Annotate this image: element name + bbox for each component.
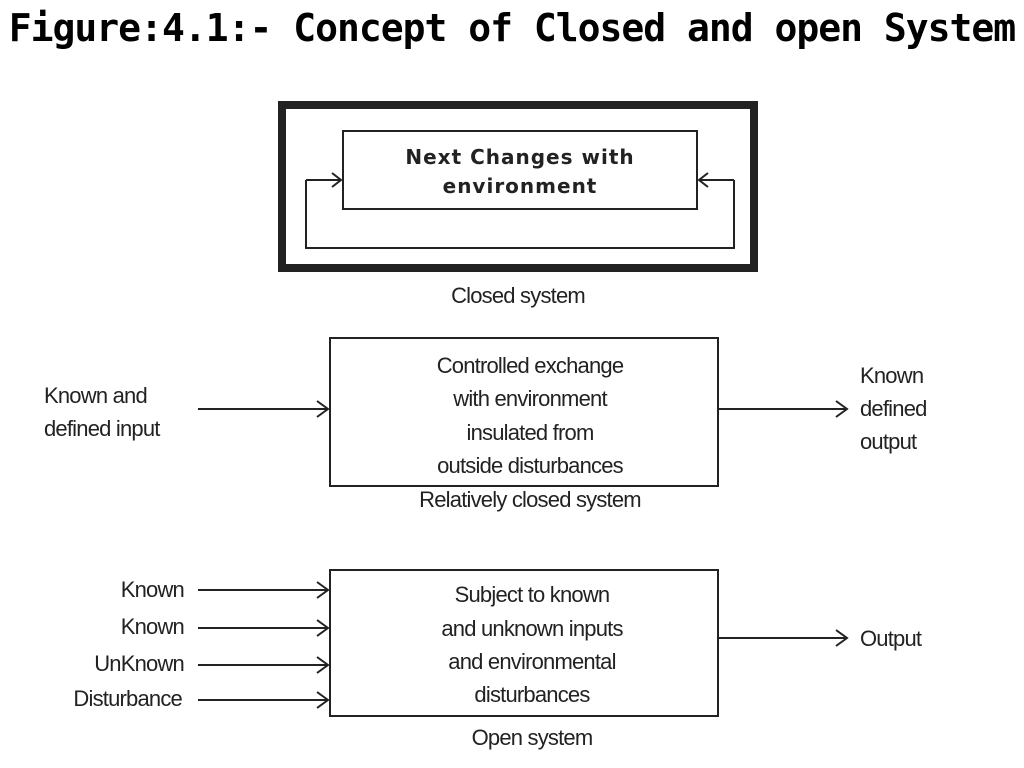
relatively-closed-input-arrowhead (316, 400, 330, 418)
relatively-closed-text-2: with environment (452, 386, 607, 411)
open-system-input-1: Known (121, 577, 184, 602)
closed-system-inner-box (342, 130, 698, 210)
relatively-closed-text-1: Controlled exchange (437, 353, 624, 378)
closed-system-right-arrowhead (697, 172, 709, 188)
relatively-closed-output-2: defined (860, 396, 927, 421)
open-system: Subject to known and unknown inputs and … (73, 569, 923, 750)
relatively-closed-output-1: Known (860, 363, 923, 388)
closed-system-caption: Closed system (451, 283, 585, 308)
relatively-closed-output-arrowhead (835, 400, 849, 418)
open-system-text-4: disturbances (474, 682, 590, 707)
relatively-closed-box (329, 337, 719, 487)
open-system-caption: Open system (472, 725, 593, 750)
closed-system: Next Changes with environment Closed sys… (278, 101, 758, 308)
relatively-closed-caption: Relatively closed system (419, 487, 641, 512)
figure-title: Figure:4.1:- Concept of Closed and open … (8, 6, 1016, 50)
closed-system-left-arrowhead (331, 172, 343, 188)
open-system-text-3: and environmental (448, 649, 615, 674)
closed-system-feedback-loop (305, 180, 735, 249)
relatively-closed-system: Controlled exchange with environment ins… (44, 337, 927, 512)
open-system-text-1: Subject to known (455, 582, 610, 607)
open-system-input-arrowhead-4 (316, 691, 330, 709)
relatively-closed-input-2: defined input (44, 416, 160, 441)
open-system-input-4: Disturbance (73, 686, 182, 711)
open-system-output-label: Output (860, 626, 922, 651)
open-system-box (329, 569, 719, 717)
relatively-closed-text-4: outside disturbances (437, 453, 624, 478)
open-system-input-arrowhead-1 (316, 581, 330, 599)
open-system-output-arrowhead (835, 629, 849, 647)
open-system-text-2: and unknown inputs (441, 616, 623, 641)
relatively-closed-text-3: insulated from (467, 420, 594, 445)
closed-system-outer-border (278, 101, 758, 272)
relatively-closed-input-1: Known and (44, 383, 147, 408)
open-system-input-3: UnKnown (94, 651, 184, 676)
closed-system-text-1: Next Changes with (405, 145, 634, 169)
relatively-closed-output-3: output (860, 429, 917, 454)
open-system-input-arrowhead-3 (316, 656, 330, 674)
open-system-input-2: Known (121, 614, 184, 639)
closed-system-text-2: environment (443, 174, 598, 198)
open-system-input-arrowhead-2 (316, 619, 330, 637)
